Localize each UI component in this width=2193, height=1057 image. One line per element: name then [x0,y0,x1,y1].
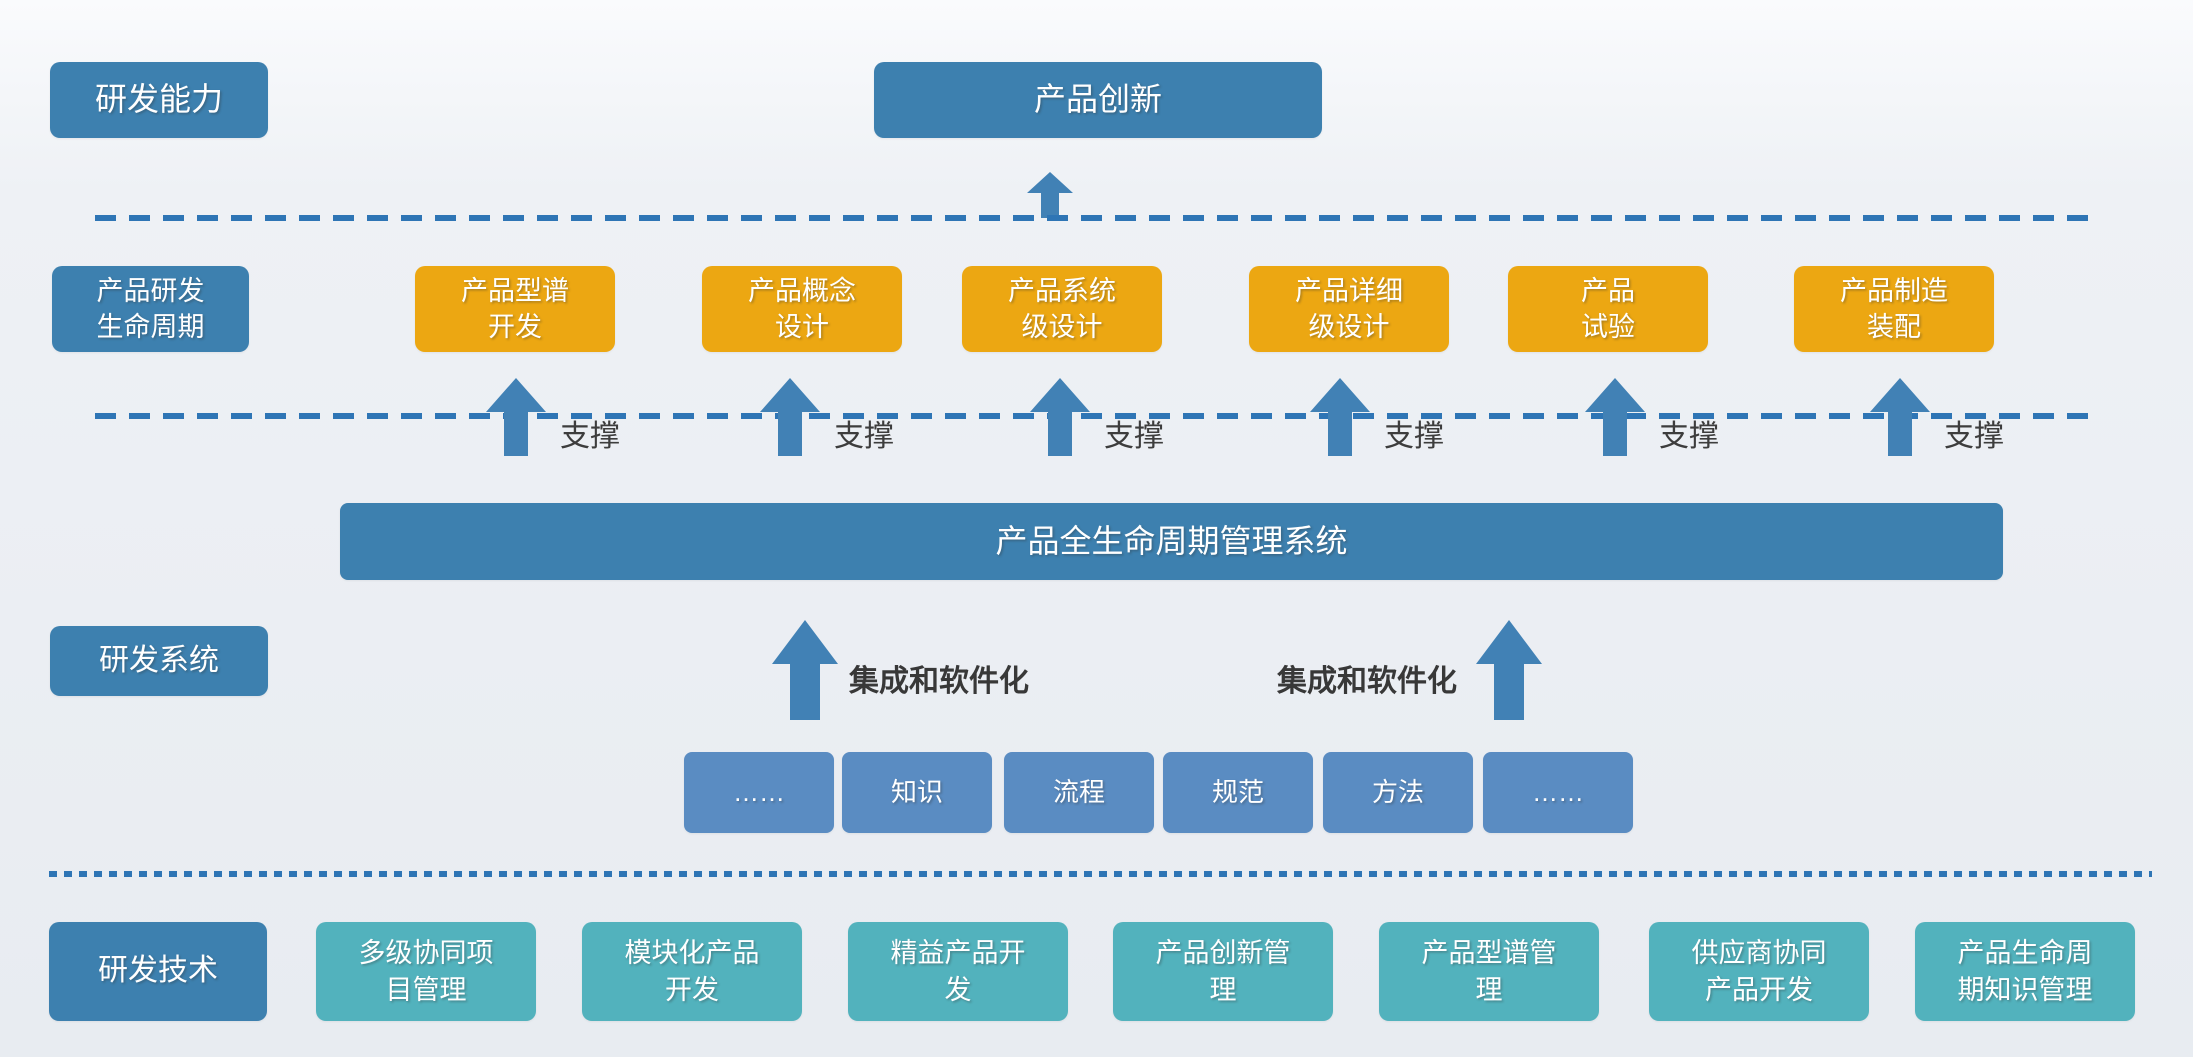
element-box-method: 方法 [1323,752,1473,833]
tech-box-modular-product-dev: 模块化产品 开发 [582,922,802,1021]
up-arrow-icon [1476,620,1542,720]
stage-box-detail-design: 产品详细 级设计 [1249,266,1449,352]
tech-box-supplier-collab-dev: 供应商协同 产品开发 [1649,922,1869,1021]
stage-box-concept-design: 产品概念 设计 [702,266,902,352]
tech-box-spectrum-mgmt: 产品型谱管 理 [1379,922,1599,1021]
support-arrow-group: 支撑 [1030,378,1164,461]
element-box-standard: 规范 [1163,752,1313,833]
integration-label: 集成和软件化 [1277,665,1457,698]
stage-box-manufacture-assembly: 产品制造 装配 [1794,266,1994,352]
system-label-box: 研发系统 [50,626,268,696]
support-arrow-group: 支撑 [1310,378,1444,461]
dashed-divider-top [95,215,2098,221]
up-arrow-icon [772,620,838,720]
capability-label-box: 研发能力 [50,62,268,138]
support-label: 支撑 [834,420,894,453]
up-arrow-icon [1027,172,1073,218]
up-arrow-icon [1310,378,1370,461]
up-arrow-icon [1585,378,1645,461]
support-arrow-group: 支撑 [1870,378,2004,461]
element-box-ellipsis: …… [1483,752,1633,833]
support-label: 支撑 [1384,420,1444,453]
support-arrow-group: 支撑 [486,378,620,461]
stage-box-spectrum-dev: 产品型谱 开发 [415,266,615,352]
support-label: 支撑 [1104,420,1164,453]
up-arrow-icon [1870,378,1930,461]
integration-label: 集成和软件化 [849,665,1029,698]
product-innovation-box: 产品创新 [874,62,1322,138]
technology-label-box: 研发技术 [49,922,267,1021]
dotted-divider-bottom [49,871,2152,877]
tech-box-multilevel-project-mgmt: 多级协同项 目管理 [316,922,536,1021]
up-arrow-icon [1030,378,1090,461]
lifecycle-label-box: 产品研发 生命周期 [52,266,249,352]
plm-system-bar: 产品全生命周期管理系统 [340,503,2003,580]
up-arrow-icon [760,378,820,461]
element-box-process: 流程 [1004,752,1154,833]
dashed-divider-middle [95,413,2098,419]
stage-box-test: 产品 试验 [1508,266,1708,352]
support-arrow-group: 支撑 [1585,378,1719,461]
tech-box-lifecycle-knowledge-mgmt: 产品生命周 期知识管理 [1915,922,2135,1021]
element-box-ellipsis: …… [684,752,834,833]
stage-box-system-design: 产品系统 级设计 [962,266,1162,352]
tech-box-lean-product-dev: 精益产品开 发 [848,922,1068,1021]
support-label: 支撑 [560,420,620,453]
element-box-knowledge: 知识 [842,752,992,833]
support-label: 支撑 [1659,420,1719,453]
support-arrow-group: 支撑 [760,378,894,461]
tech-box-innovation-mgmt: 产品创新管 理 [1113,922,1333,1021]
support-label: 支撑 [1944,420,2004,453]
up-arrow-icon [486,378,546,461]
